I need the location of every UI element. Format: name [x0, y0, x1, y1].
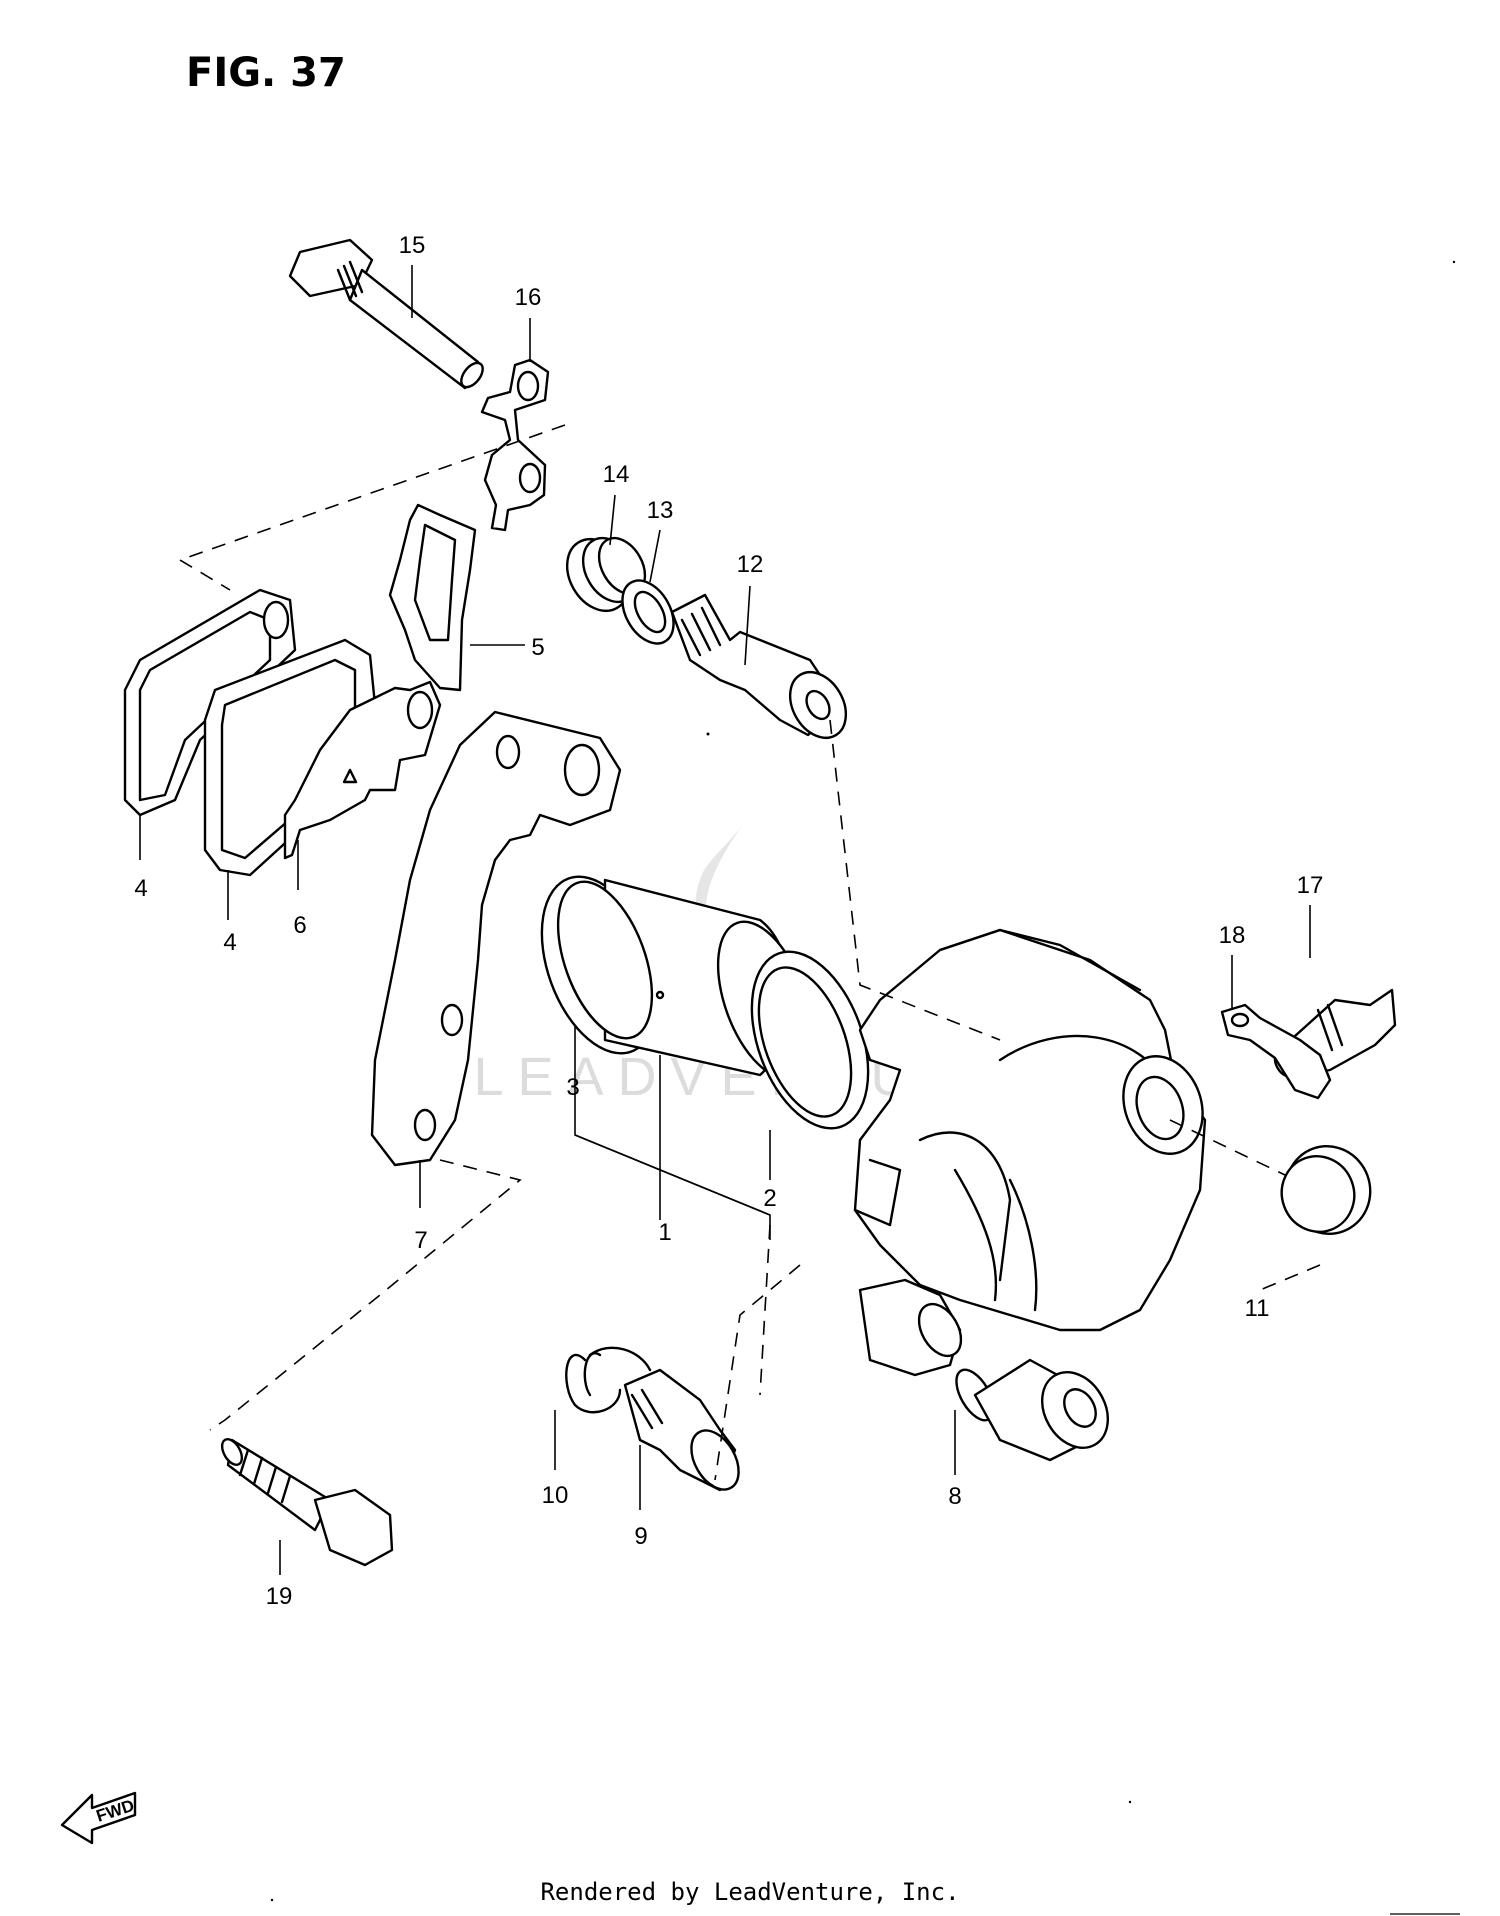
- callout-16: 16: [515, 284, 542, 311]
- callout-2: 2: [763, 1185, 776, 1212]
- part-11-plug: [1280, 1145, 1372, 1235]
- fwd-arrow-icon: FWD: [60, 1791, 137, 1845]
- callout-8: 8: [948, 1483, 961, 1510]
- callout-labels: 1 2 3 4 4 5 6 7 8 9 10 11 12 13 14 15 16…: [134, 232, 1323, 1610]
- callout-7: 7: [414, 1227, 427, 1254]
- callout-1: 1: [658, 1219, 671, 1246]
- part-12-slide-pin: [670, 593, 848, 739]
- part-19-mounting-bolt: [220, 1438, 394, 1567]
- callout-14: 14: [603, 461, 630, 488]
- part-5-pad-spring: [388, 503, 477, 692]
- part-6-pad-shim: [283, 680, 442, 860]
- callout-4b: 4: [223, 929, 236, 956]
- callout-13: 13: [647, 497, 674, 524]
- callout-3: 3: [566, 1074, 579, 1101]
- part-13-o-ring: [621, 579, 675, 645]
- part-8-slide-pin-lower: [858, 1278, 1109, 1462]
- callout-19: 19: [266, 1583, 293, 1610]
- callout-17: 17: [1297, 872, 1324, 899]
- part-9-pin: [623, 1368, 740, 1492]
- part-10-clip: [565, 1346, 652, 1414]
- caliper-body: [853, 928, 1207, 1332]
- callout-9: 9: [634, 1523, 647, 1550]
- callout-15: 15: [399, 232, 426, 259]
- callout-12: 12: [737, 551, 764, 578]
- callout-18: 18: [1219, 922, 1246, 949]
- part-4-brake-pad-inner: [203, 638, 377, 877]
- part-15-bolt: [288, 238, 484, 390]
- part-16-lock-plate: [480, 358, 550, 532]
- callout-10: 10: [542, 1482, 569, 1509]
- part-7-caliper-bracket: [370, 710, 622, 1167]
- leader-lines: [139, 265, 1321, 1575]
- part-2-dust-seal: [750, 950, 870, 1130]
- part-18-bleeder-cap: [1220, 1003, 1332, 1100]
- figure-title: FIG. 37: [186, 50, 346, 96]
- callout-6: 6: [293, 912, 306, 939]
- callout-11: 11: [1245, 1295, 1270, 1322]
- callout-5: 5: [531, 634, 544, 661]
- footer-credit: Rendered by LeadVenture, Inc.: [540, 1878, 960, 1906]
- callout-4a: 4: [134, 875, 147, 902]
